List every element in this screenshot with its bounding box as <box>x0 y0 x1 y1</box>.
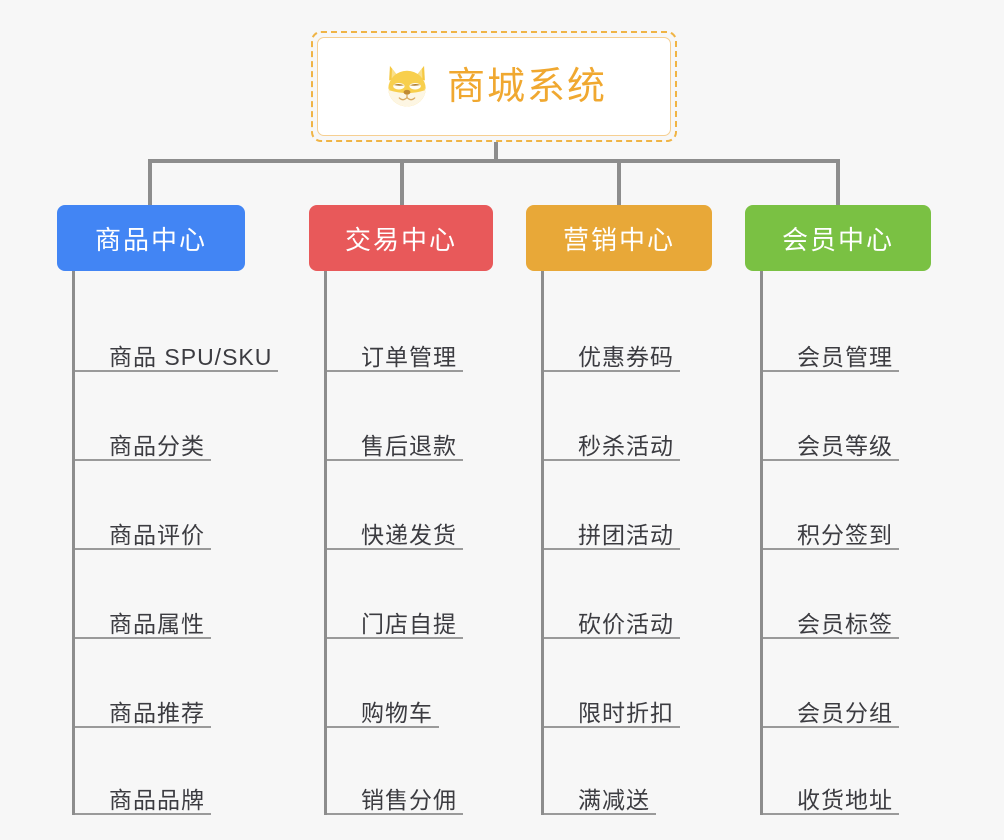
connector-horizontal-bus <box>148 159 840 163</box>
leaf-item[interactable]: 快递发货 <box>327 461 493 550</box>
category-node-3[interactable]: 营销中心 <box>526 205 712 271</box>
branch-column-2: 交易中心 订单管理 售后退款 快递发货 门店自提 购物车 销售分佣 <box>309 205 493 815</box>
branch-column-1: 商品中心 商品 SPU/SKU 商品分类 商品评价 商品属性 商品推荐 商品品牌 <box>57 205 278 815</box>
leaf-item[interactable]: 优惠券码 <box>544 283 712 372</box>
leaf-item[interactable]: 商品 SPU/SKU <box>75 283 278 372</box>
leaf-item[interactable]: 收货地址 <box>763 728 931 815</box>
category-node-2[interactable]: 交易中心 <box>309 205 493 271</box>
category-label: 商品中心 <box>94 224 207 255</box>
leaf-item[interactable]: 销售分佣 <box>327 728 493 815</box>
branch-column-4: 会员中心 会员管理 会员等级 积分签到 会员标签 会员分组 收货地址 <box>745 205 931 815</box>
leaf-item[interactable]: 商品品牌 <box>75 728 245 815</box>
leaf-item[interactable]: 秒杀活动 <box>544 372 712 461</box>
root-title: 商城系统 <box>446 65 607 108</box>
leaf-item[interactable]: 商品评价 <box>75 461 245 550</box>
leaf-item[interactable]: 拼团活动 <box>544 461 712 550</box>
leaf-item[interactable]: 积分签到 <box>763 461 931 550</box>
leaf-item[interactable]: 满减送 <box>544 728 712 815</box>
leaf-item[interactable]: 会员分组 <box>763 639 931 728</box>
leaf-item[interactable]: 会员等级 <box>763 372 931 461</box>
category-label: 会员中心 <box>781 224 894 255</box>
category-node-4[interactable]: 会员中心 <box>745 205 931 271</box>
connector-drop-2 <box>400 159 404 207</box>
connector-drop-1 <box>148 159 152 207</box>
leaf-item[interactable]: 售后退款 <box>327 372 493 461</box>
leaf-item[interactable]: 会员管理 <box>763 283 931 372</box>
leaf-list-1: 商品 SPU/SKU 商品分类 商品评价 商品属性 商品推荐 商品品牌 <box>72 271 278 815</box>
category-label: 营销中心 <box>562 224 675 255</box>
leaf-item[interactable]: 商品分类 <box>75 372 245 461</box>
leaf-item[interactable]: 订单管理 <box>327 283 493 372</box>
leaf-item[interactable]: 购物车 <box>327 639 493 728</box>
branch-column-3: 营销中心 优惠券码 秒杀活动 拼团活动 砍价活动 限时折扣 满减送 <box>526 205 712 815</box>
connector-drop-3 <box>617 159 621 207</box>
leaf-list-2: 订单管理 售后退款 快递发货 门店自提 购物车 销售分佣 <box>324 271 493 815</box>
connector-drop-4 <box>836 159 840 207</box>
root-node-body: 商城系统 <box>317 37 671 136</box>
leaf-item[interactable]: 商品属性 <box>75 550 245 639</box>
leaf-list-4: 会员管理 会员等级 积分签到 会员标签 会员分组 收货地址 <box>760 271 931 815</box>
leaf-list-3: 优惠券码 秒杀活动 拼团活动 砍价活动 限时折扣 满减送 <box>541 271 712 815</box>
leaf-item[interactable]: 会员标签 <box>763 550 931 639</box>
leaf-item[interactable]: 门店自提 <box>327 550 493 639</box>
leaf-item[interactable]: 砍价活动 <box>544 550 712 639</box>
root-node[interactable]: 商城系统 <box>311 31 677 142</box>
leaf-item[interactable]: 限时折扣 <box>544 639 712 728</box>
category-label: 交易中心 <box>344 224 457 255</box>
leaf-item[interactable]: 商品推荐 <box>75 639 245 728</box>
shiba-dog-icon <box>388 65 426 106</box>
connector-root-stem <box>494 142 498 163</box>
category-node-1[interactable]: 商品中心 <box>57 205 245 271</box>
